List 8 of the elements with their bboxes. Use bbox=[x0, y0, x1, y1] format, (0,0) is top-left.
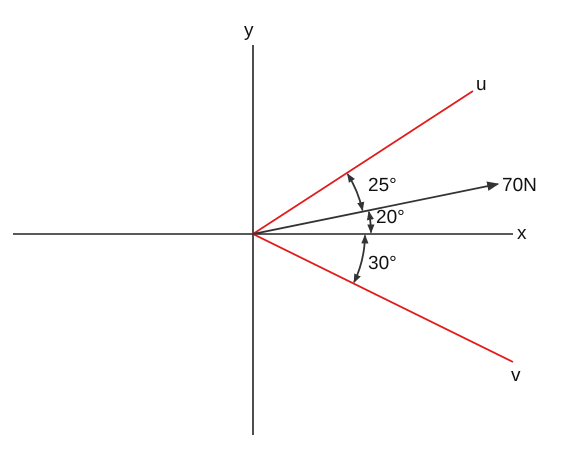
angle-label: 25° bbox=[368, 176, 397, 195]
angle-label: 20° bbox=[376, 208, 405, 227]
axis-label: u bbox=[476, 75, 487, 94]
axis-label: y bbox=[244, 21, 254, 40]
axis-label: x bbox=[517, 224, 526, 243]
force-label: 70N bbox=[502, 176, 537, 195]
angle-label: 30° bbox=[368, 254, 397, 273]
axis-label: v bbox=[511, 366, 520, 385]
